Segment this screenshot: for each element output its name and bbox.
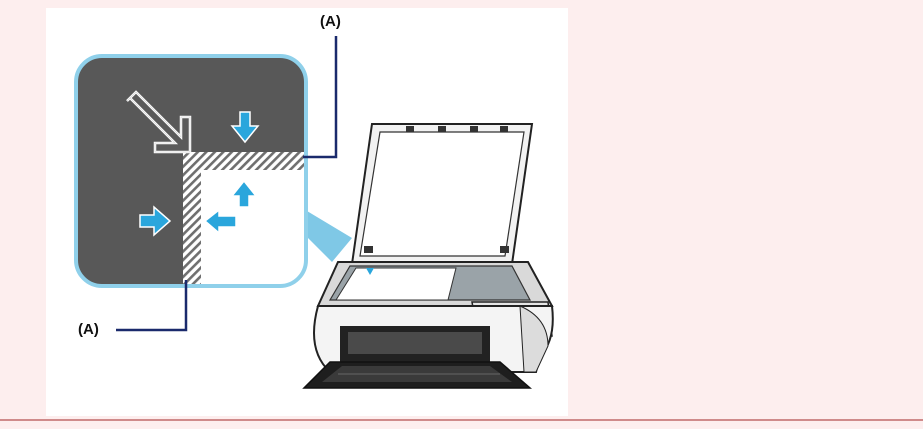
callout-line-top [303, 36, 338, 159]
corner-mark [366, 268, 374, 275]
callout-label-bottom: (A) [78, 321, 99, 338]
alignment-margin-left [183, 152, 201, 286]
diagonal-arrow-icon [126, 90, 192, 154]
bottom-divider [0, 419, 923, 421]
inset-border [74, 54, 308, 288]
blue-arrow-icon [139, 111, 260, 237]
printer-scanner [302, 123, 554, 389]
callout-line-bottom [116, 280, 188, 332]
callout-label-top: (A) [320, 13, 341, 30]
document-on-glass [335, 267, 457, 301]
document-corner [183, 152, 306, 286]
arrow-left [203, 208, 237, 235]
magnified-inset [74, 54, 352, 288]
lid-mat [359, 131, 525, 257]
arrow-up [230, 179, 258, 208]
arrow-right [139, 205, 172, 237]
arrow-down [230, 111, 260, 144]
inset-pointer [302, 208, 352, 262]
callout-lines [116, 36, 338, 332]
alignment-margin-top [183, 152, 306, 170]
